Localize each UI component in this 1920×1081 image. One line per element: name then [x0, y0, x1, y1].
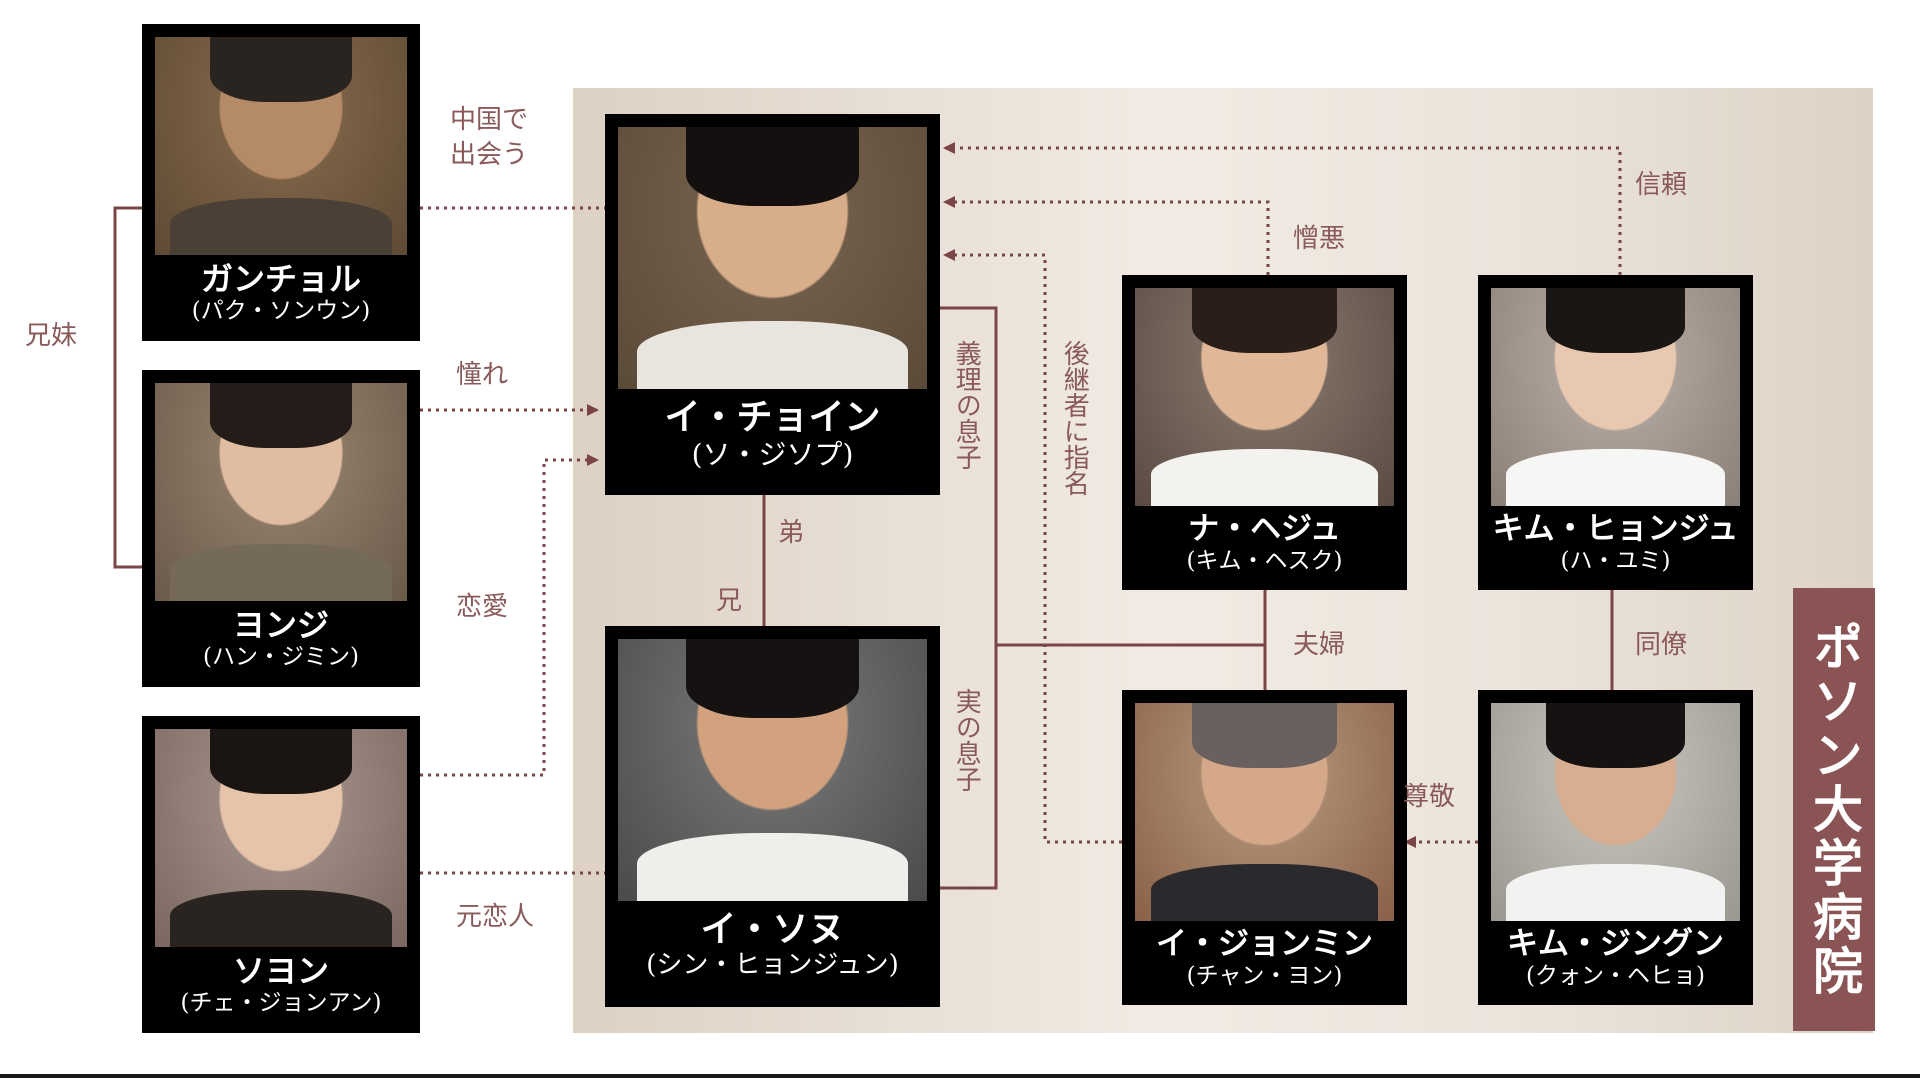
actor-name: (ハ・ユミ) [1560, 547, 1671, 574]
relation-label-stepson: 義理の息子 [951, 340, 982, 470]
character-card-hyonju[interactable]: キム・ヒョンジュ (ハ・ユミ) [1478, 275, 1753, 590]
hospital-label-text: ポソン大学病院 [1805, 620, 1864, 999]
character-card-sonu[interactable]: イ・ソヌ (シン・ヒョンジュン) [605, 626, 940, 1007]
character-name: キム・ヒョンジュ [1492, 511, 1739, 547]
character-card-soyon[interactable]: ソヨン (チェ・ジョンアン) [142, 716, 420, 1033]
actor-name: (パク・ソンウン) [191, 297, 371, 324]
trust-line [943, 142, 1622, 275]
character-card-gangchol[interactable]: ガンチョル (パク・ソンウン) [142, 24, 420, 341]
real-son-line [940, 645, 998, 890]
choin-photo [618, 127, 927, 389]
character-name: イ・ジョンミン [1156, 926, 1373, 962]
relation-label-respect: 尊敬 [1403, 782, 1456, 812]
relation-label-hatred: 憎悪 [1293, 224, 1346, 254]
character-name: ソヨン [232, 952, 329, 990]
actor-name: (キム・ヘスク) [1186, 547, 1343, 574]
relation-label-named-successor: 後継者に指名 [1059, 340, 1090, 496]
character-card-jingun[interactable]: キム・ジングン (クォン・ヘヒョ) [1478, 690, 1753, 1005]
love-line [420, 454, 599, 777]
character-name: イ・チョイン [664, 396, 881, 438]
relation-label-met-in-china: 中国で 出会う [450, 105, 529, 171]
character-card-heju[interactable]: ナ・ヘジュ (キム・ヘスク) [1122, 275, 1407, 590]
jongmin-photo [1135, 703, 1394, 921]
character-name: イ・ソヌ [700, 908, 845, 950]
actor-name: (シン・ヒョンジュン) [646, 950, 899, 981]
actor-name: (ソ・ジソプ) [691, 438, 854, 472]
hatred-line [943, 196, 1270, 275]
stepson-line [940, 306, 1265, 647]
actor-name: (クォン・ヘヒョ) [1526, 962, 1705, 989]
relation-label-trust: 信頼 [1635, 170, 1688, 200]
actor-name: (チェ・ジョンアン) [180, 989, 382, 1016]
relation-label-real-son: 実の息子 [951, 688, 982, 792]
relation-label-married: 夫婦 [1293, 630, 1346, 660]
relation-label-older-brother: 兄 [716, 586, 743, 616]
hospital-label: ポソン大学病院 [1793, 588, 1875, 1031]
actor-name: (チャン・ヨン) [1186, 962, 1343, 989]
character-card-yongji[interactable]: ヨンジ (ハン・ジミン) [142, 370, 420, 687]
relation-label-ex-lover: 元恋人 [456, 902, 535, 932]
soyon-photo [155, 729, 407, 947]
relation-label-colleague: 同僚 [1635, 630, 1688, 660]
character-name: キム・ジングン [1507, 926, 1724, 962]
jingun-photo [1491, 703, 1740, 921]
bottom-rule [0, 1074, 1920, 1078]
gangchol-photo [155, 37, 407, 255]
named-successor-line [943, 249, 1122, 844]
hyonju-photo [1491, 288, 1740, 506]
character-card-choin[interactable]: イ・チョイン (ソ・ジソプ) [605, 114, 940, 495]
relation-label-love: 恋愛 [456, 592, 509, 622]
character-name: ヨンジ [232, 606, 329, 644]
siblings-line [113, 206, 142, 569]
actor-name: (ハン・ジミン) [203, 643, 359, 670]
sonu-photo [618, 639, 927, 901]
character-name: ナ・ヘジュ [1188, 511, 1341, 547]
heju-photo [1135, 288, 1394, 506]
relation-label-siblings: 兄妹 [25, 321, 78, 351]
relation-label-younger-brother: 弟 [778, 518, 805, 548]
character-card-jongmin[interactable]: イ・ジョンミン (チャン・ヨン) [1122, 690, 1407, 1005]
relation-label-longing: 憧れ [456, 360, 509, 390]
yongji-photo [155, 383, 407, 601]
character-name: ガンチョル [200, 260, 361, 298]
